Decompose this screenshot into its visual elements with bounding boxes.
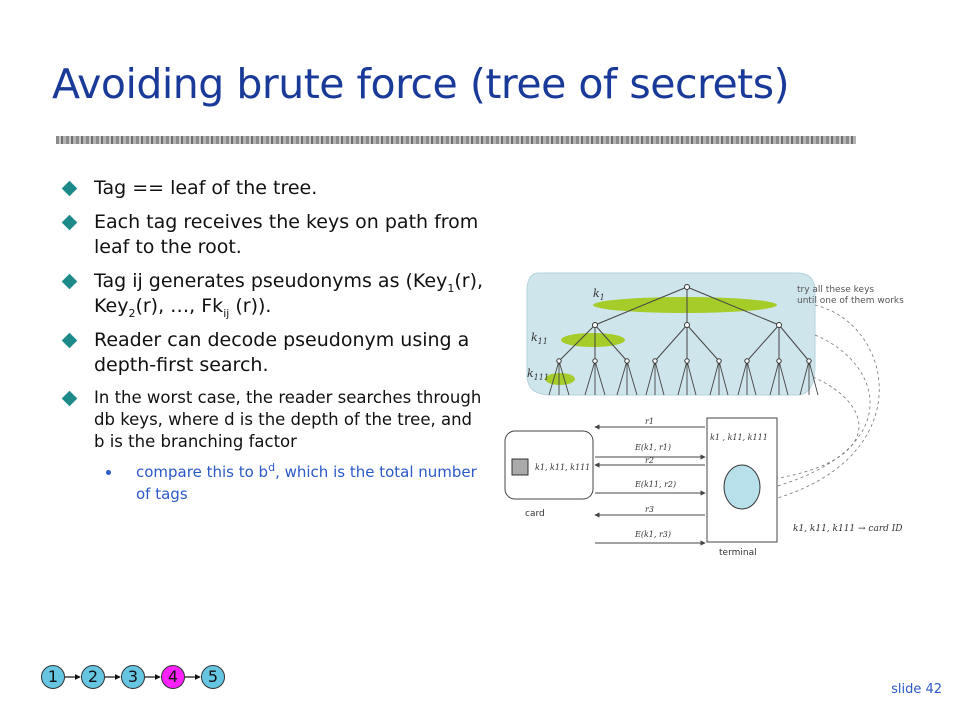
msg-r3: r3 — [645, 505, 654, 514]
diamond-bullet-icon — [61, 332, 78, 349]
nav-slide-5[interactable]: 5 — [201, 665, 225, 689]
diamond-bullet-icon — [61, 390, 78, 407]
diamond-bullet-icon — [61, 214, 78, 231]
terminal-label: terminal — [719, 548, 757, 558]
bullet-item: Each tag receives the keys on path from … — [61, 210, 487, 260]
card-chip-icon — [511, 458, 529, 476]
terminal-database-icon — [723, 464, 761, 510]
msg-r1: r1 — [645, 417, 654, 426]
bullet-item: In the worst case, the reader searches t… — [61, 387, 487, 505]
bullet-list: Tag == leaf of the tree. Each tag receiv… — [61, 176, 487, 514]
sub-bullet-list: compare this to bd, which is the total n… — [94, 461, 487, 505]
slide-title: Avoiding brute force (tree of secrets) — [52, 60, 790, 108]
card-keys: k1, k11, k111 — [535, 463, 590, 472]
key-ellipse-k11 — [561, 333, 625, 347]
slide-navigation: 1 2 3 4 5 — [40, 664, 240, 690]
try-keys-line-2: until one of them works — [797, 296, 904, 306]
key-ellipse-k111 — [545, 373, 575, 385]
tree-nodes — [556, 284, 812, 364]
nav-connector-arrows — [64, 674, 201, 680]
key-tree — [548, 286, 819, 396]
label-k111: k111 — [527, 367, 549, 382]
diamond-bullet-icon — [61, 273, 78, 290]
try-keys-line-1: try all these keys — [797, 285, 874, 295]
bullet-item: Tag ij generates pseudonyms as (Key1(r),… — [61, 269, 487, 319]
nav-slide-2[interactable]: 2 — [81, 665, 105, 689]
key-ellipse-k1 — [593, 297, 777, 313]
terminal-keys: k1 , k11, k111 — [710, 433, 768, 442]
bullet-item: Reader can decode pseudonym using a dept… — [61, 328, 487, 378]
card-id-result: k1, k11, k111 → card ID — [793, 524, 903, 534]
msg-r2: r2 — [645, 456, 654, 465]
card-label: card — [525, 509, 545, 519]
tree-of-secrets-figure: k1 k11 k111 try all these keys until one… — [504, 272, 904, 558]
diamond-bullet-icon — [61, 180, 78, 197]
slide-number: slide 42 — [891, 682, 942, 697]
label-k1: k1 — [593, 287, 605, 302]
message-arrows — [594, 424, 706, 546]
label-k11: k11 — [531, 331, 548, 346]
dashed-arcs — [758, 304, 880, 504]
nav-slide-3[interactable]: 3 — [121, 665, 145, 689]
msg-e2: E(k11, r2) — [634, 480, 676, 489]
title-divider — [56, 136, 856, 144]
card-box — [504, 430, 594, 500]
message-labels: r1 E(k1, r1) r2 E(k11, r2) r3 E(k1, r3) — [634, 417, 676, 539]
msg-e3: E(k1, r3) — [634, 530, 671, 539]
sub-bullet-item: compare this to bd, which is the total n… — [94, 461, 487, 505]
msg-e1: E(k1, r1) — [634, 443, 671, 452]
bullet-item: Tag == leaf of the tree. — [61, 176, 487, 201]
dot-bullet-icon — [106, 470, 111, 475]
nav-slide-4[interactable]: 4 — [161, 665, 185, 689]
nav-slide-1[interactable]: 1 — [41, 665, 65, 689]
